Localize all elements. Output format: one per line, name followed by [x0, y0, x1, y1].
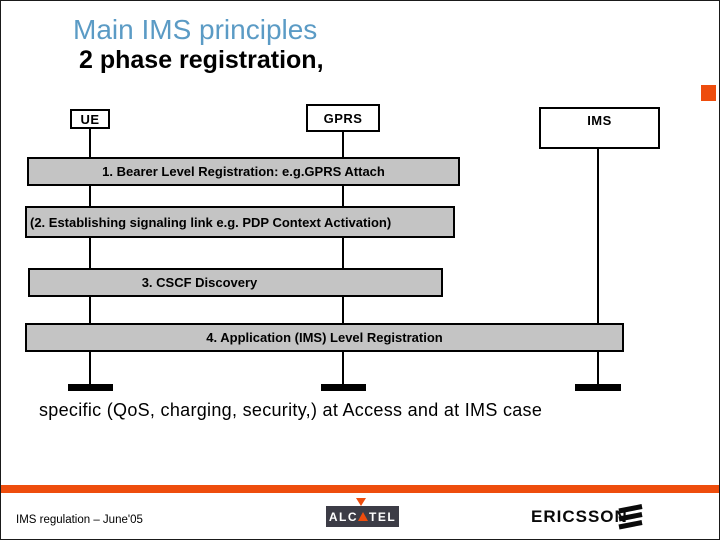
slide-title: Main IMS principles — [73, 14, 318, 45]
lifeline-ims — [597, 148, 599, 385]
step-bar-3: 3. CSCF Discovery — [28, 268, 443, 297]
alcatel-logo-suffix: TEL — [369, 509, 397, 524]
ericsson-bars-icon — [617, 503, 644, 535]
lifeline-ue — [89, 128, 91, 385]
actor-label-ims: IMS — [587, 113, 612, 128]
accent-square — [701, 85, 716, 101]
actor-box-gprs: GPRS — [306, 104, 380, 132]
alcatel-logo-prefix: ALC — [328, 509, 358, 524]
lifeline-end-ue — [68, 384, 113, 391]
step-label-3: 3. CSCF Discovery — [141, 275, 258, 290]
actor-box-ims: IMS — [539, 107, 660, 149]
note-text: specific (QoS, charging, security,) at A… — [39, 400, 543, 420]
alcatel-pointer-icon — [356, 498, 366, 506]
footer-doc-ref: IMS regulation – June'05 — [16, 514, 143, 526]
step-bar-1: 1. Bearer Level Registration: e.g.GPRS A… — [27, 157, 460, 186]
step-label-4: 4. Application (IMS) Level Registration — [206, 330, 443, 345]
actor-label-ue: UE — [80, 111, 100, 127]
actor-box-ue: UE — [70, 109, 110, 129]
lifeline-gprs — [342, 131, 344, 385]
footer-rule — [1, 485, 719, 493]
step-bar-2: (2. Establishing signaling link e.g. PDP… — [25, 206, 455, 238]
actor-label-gprs: GPRS — [323, 110, 363, 126]
step-bar-4: 4. Application (IMS) Level Registration — [25, 323, 624, 352]
step-label-2: (2. Establishing signaling link e.g. PDP… — [30, 214, 392, 230]
slide-subtitle: 2 phase registration, — [79, 46, 324, 74]
lifeline-end-gprs — [321, 384, 366, 391]
step-label-1: 1. Bearer Level Registration: e.g.GPRS A… — [102, 164, 385, 179]
alcatel-logo: ALC TEL — [326, 506, 399, 527]
alcatel-triangle-icon — [358, 511, 368, 521]
ericsson-logo-text: ERICSSON — [531, 507, 628, 526]
lifeline-end-ims — [575, 384, 621, 391]
